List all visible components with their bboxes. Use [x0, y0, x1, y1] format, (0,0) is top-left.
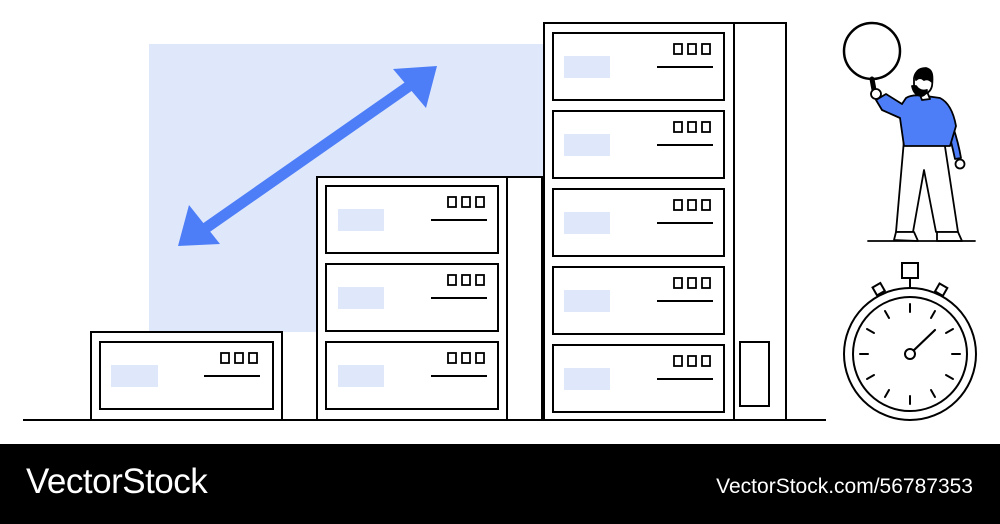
watermark-bar [0, 444, 1000, 524]
server-rack-tall [543, 22, 787, 421]
server-rack-medium [316, 176, 543, 421]
server-rack-small [90, 331, 283, 421]
double-arrow-icon [178, 66, 437, 246]
stopwatch-icon [843, 262, 977, 421]
watermark-brand: VectorStock [26, 462, 208, 501]
person-figure [842, 21, 976, 242]
magnifier-icon [842, 21, 902, 93]
watermark-image-id: VectorStock.com/56787353 [716, 475, 973, 498]
illustration-scene [23, 21, 977, 421]
